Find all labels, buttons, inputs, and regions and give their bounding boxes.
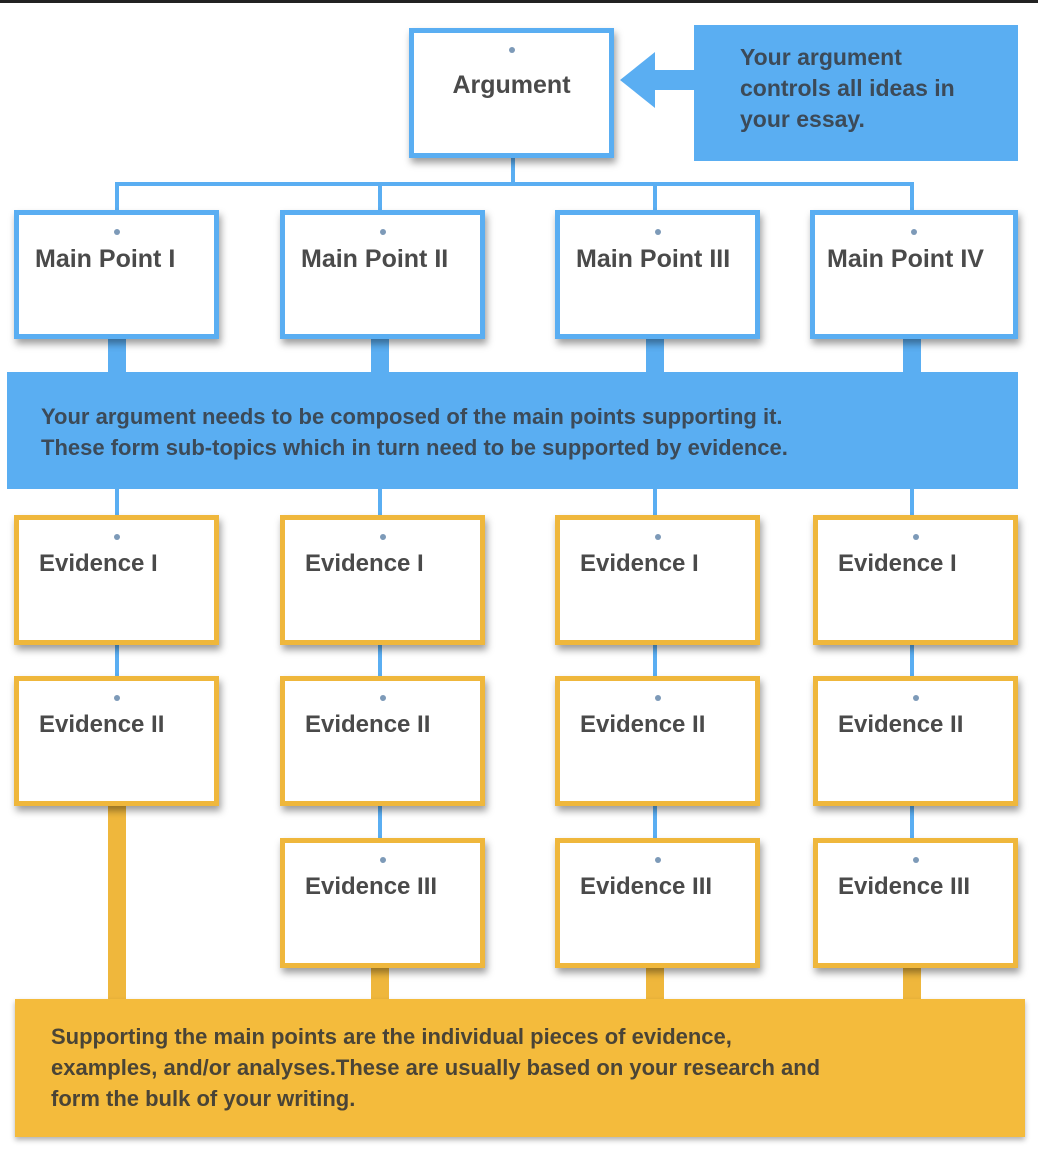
- evidence-label: Evidence II: [838, 711, 964, 738]
- evidence-connector-line: [653, 804, 657, 841]
- pin-icon: [379, 534, 386, 540]
- evidence-box: Evidence I: [813, 515, 1018, 645]
- evidence-box: Evidence II: [813, 676, 1018, 806]
- evidence-connector-line: [378, 804, 382, 841]
- evidence-connector-line: [115, 643, 119, 679]
- pin-icon: [654, 695, 661, 701]
- argument-box: Argument: [409, 28, 614, 158]
- pin-icon: [912, 534, 919, 540]
- banner-line: examples, and/or analyses.These are usua…: [51, 1055, 821, 1080]
- tree-connector-line: [378, 182, 382, 212]
- evidence-label: Evidence II: [39, 711, 165, 738]
- evidence-label: Evidence I: [838, 550, 957, 577]
- pin-icon: [113, 534, 120, 540]
- pin-icon: [508, 47, 515, 53]
- evidence-connector-line: [115, 486, 119, 518]
- up-arrow-icon: [91, 742, 143, 1002]
- evidence-box: Evidence III: [280, 838, 485, 968]
- evidence-label: Evidence III: [838, 873, 971, 900]
- evidence-box: Evidence III: [555, 838, 760, 968]
- tree-connector-line: [511, 155, 515, 185]
- main-point-label: Main Point IV: [827, 245, 984, 273]
- evidence-box: Evidence I: [280, 515, 485, 645]
- banner-line: Your argument needs to be composed of th…: [41, 404, 783, 429]
- evidence-box: Evidence II: [280, 676, 485, 806]
- pin-icon: [654, 229, 661, 235]
- pin-icon: [113, 695, 120, 701]
- evidence-explanation-banner: Supporting the main points are the indiv…: [15, 999, 1025, 1137]
- argument-note: Your argument controls all ideas in your…: [694, 25, 1018, 161]
- main-points-explanation-banner: Your argument needs to be composed of th…: [7, 372, 1018, 489]
- left-arrow-icon: [620, 52, 696, 108]
- pin-icon: [654, 534, 661, 540]
- evidence-label: Evidence III: [305, 873, 438, 900]
- evidence-box: Evidence I: [555, 515, 760, 645]
- evidence-connector-line: [378, 486, 382, 518]
- pin-icon: [911, 229, 917, 235]
- evidence-label: Evidence I: [580, 550, 699, 577]
- tree-connector-line: [910, 182, 914, 212]
- pin-icon: [379, 229, 386, 235]
- tree-connector-line: [653, 182, 657, 212]
- evidence-box: Evidence III: [813, 838, 1018, 968]
- evidence-connector-line: [378, 643, 382, 679]
- evidence-label: Evidence II: [305, 711, 431, 738]
- pin-icon: [379, 695, 386, 701]
- tree-connector-line: [115, 182, 914, 186]
- evidence-label: Evidence II: [580, 711, 706, 738]
- evidence-connector-line: [910, 643, 914, 679]
- main-point-label: Main Point I: [35, 245, 176, 273]
- pin-icon: [379, 857, 386, 863]
- argument-note-line: controls all ideas in: [740, 75, 955, 101]
- pin-icon: [113, 229, 120, 235]
- main-point-box: Main Point I: [14, 210, 219, 339]
- argument-note-line: your essay.: [740, 106, 865, 132]
- argument-label: Argument: [452, 71, 571, 99]
- evidence-connector-line: [653, 643, 657, 679]
- evidence-connector-line: [910, 804, 914, 841]
- main-point-box: Main Point III: [555, 210, 760, 339]
- evidence-connector-line: [910, 486, 914, 518]
- evidence-box: Evidence I: [14, 515, 219, 645]
- banner-line: Supporting the main points are the indiv…: [51, 1024, 732, 1049]
- main-point-box: Main Point IV: [810, 210, 1018, 339]
- pin-icon: [912, 857, 919, 863]
- banner-line: These form sub-topics which in turn need…: [41, 435, 788, 460]
- evidence-box: Evidence II: [555, 676, 760, 806]
- pin-icon: [912, 695, 919, 701]
- evidence-label: Evidence I: [39, 550, 158, 577]
- top-border-line: [0, 0, 1038, 3]
- pin-icon: [654, 857, 661, 863]
- evidence-label: Evidence III: [580, 873, 713, 900]
- evidence-box: Evidence II: [14, 676, 219, 806]
- evidence-connector-line: [653, 486, 657, 518]
- banner-line: form the bulk of your writing.: [51, 1086, 356, 1111]
- main-point-label: Main Point II: [301, 245, 449, 273]
- argument-note-line: Your argument: [740, 44, 902, 70]
- evidence-label: Evidence I: [305, 550, 424, 577]
- tree-connector-line: [115, 182, 119, 212]
- main-point-label: Main Point III: [576, 245, 731, 273]
- main-point-box: Main Point II: [280, 210, 485, 339]
